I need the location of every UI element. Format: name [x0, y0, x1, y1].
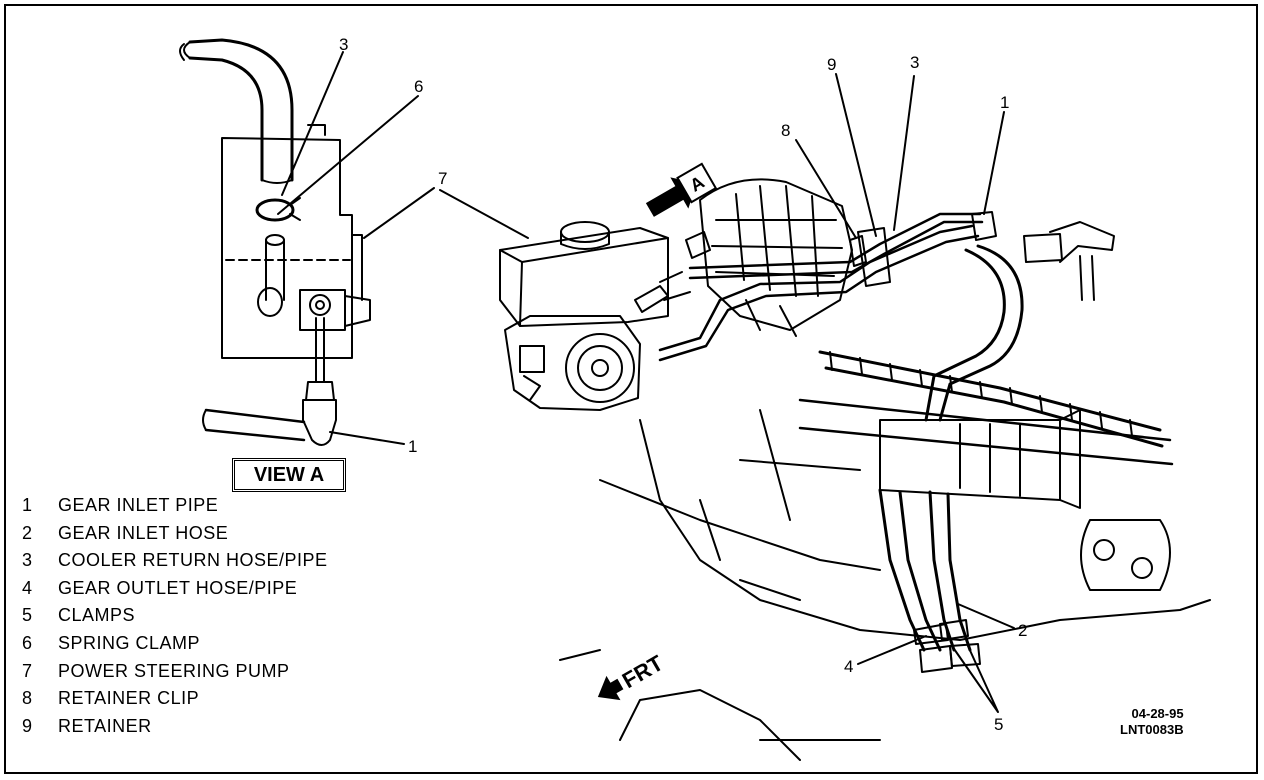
legend-item-label: RETAINER [58, 715, 152, 736]
leader-main-9 [835, 73, 877, 237]
legend-item: 2 GEAR INLET HOSE [22, 520, 328, 548]
drawing-date: 04-28-95 [1131, 706, 1184, 721]
callout-inset-6: 6 [414, 77, 423, 96]
legend-item: 9 RETAINER [22, 713, 328, 741]
legend-item-number: 5 [22, 605, 33, 626]
callout-main-7: 7 [438, 169, 447, 188]
legend-item-label: RETAINER CLIP [58, 688, 200, 709]
legend-item-label: SPRING CLAMP [58, 632, 201, 653]
leader-main-4 [857, 635, 927, 665]
front-arrow-label: FRT [618, 650, 668, 693]
steering-gear-drawing [559, 350, 1211, 761]
callout-inset-3: 3 [339, 35, 348, 54]
legend-item-label: POWER STEERING PUMP [58, 660, 290, 681]
drawing-identifier: 04-28-95 LNT0083B [1120, 706, 1184, 738]
callout-main-9: 9 [827, 55, 836, 74]
leader-inset-1 [329, 431, 405, 445]
callout-main-2: 2 [1018, 621, 1027, 640]
pump-and-reservoir-drawing [499, 221, 691, 411]
legend-item-label: COOLER RETURN HOSE/PIPE [58, 550, 328, 571]
legend-item-label: GEAR OUTLET HOSE/PIPE [58, 577, 298, 598]
leader-main-1 [983, 111, 1005, 215]
legend-item-label: GEAR INLET HOSE [58, 522, 229, 543]
legend-item: 8 RETAINER CLIP [22, 685, 328, 713]
legend-item-label: CLAMPS [58, 605, 136, 626]
legend-item-number: 2 [22, 522, 33, 543]
legend-item-number: 1 [22, 495, 33, 515]
legend-item-label: GEAR INLET PIPE [58, 495, 219, 515]
legend-item: 5 CLAMPS [22, 602, 328, 630]
legend-item-number: 6 [22, 632, 33, 653]
leader-main-2 [957, 603, 1015, 629]
legend-item-number: 8 [22, 688, 33, 709]
callout-main-4: 4 [844, 657, 853, 676]
leader-main-5 [951, 645, 999, 713]
legend-item-number: 7 [22, 660, 33, 681]
leader-main-8 [795, 139, 857, 239]
drawing-code: LNT0083B [1120, 722, 1184, 737]
callout-main-5: 5 [994, 715, 1003, 734]
legend-item: 1 GEAR INLET PIPE [22, 492, 328, 520]
front-arrow: FRT [597, 650, 668, 701]
alternator-drawing [685, 178, 853, 337]
leader-inset-3 [281, 51, 344, 196]
legend-item: 7 POWER STEERING PUMP [22, 658, 328, 686]
view-a-inset-drawing [179, 38, 371, 446]
parts-legend: 1 GEAR INLET PIPE 2 GEAR INLET HOSE 3 COOLER … [22, 492, 328, 740]
callout-main-3: 3 [910, 53, 919, 72]
view-a-arrow: A [645, 162, 718, 217]
legend-item-number: 3 [22, 550, 33, 571]
legend-item-number: 4 [22, 577, 33, 598]
callout-inset-1: 1 [408, 437, 417, 456]
hose-pipe-routing-drawing [658, 211, 1115, 422]
legend-item: 6 SPRING CLAMP [22, 630, 328, 658]
view-a-caption: VIEW A [232, 458, 346, 492]
legend-item-number: 9 [22, 715, 33, 736]
diagram-frame [4, 4, 1258, 774]
callout-main-1: 1 [1000, 93, 1009, 112]
legend-item: 4 GEAR OUTLET HOSE/PIPE [22, 575, 328, 603]
legend-item: 3 COOLER RETURN HOSE/PIPE [22, 547, 328, 575]
leader-inset-6 [277, 95, 419, 215]
callout-main-8: 8 [781, 121, 790, 140]
leader-main-7 [363, 187, 529, 239]
leader-main-3 [893, 75, 915, 231]
